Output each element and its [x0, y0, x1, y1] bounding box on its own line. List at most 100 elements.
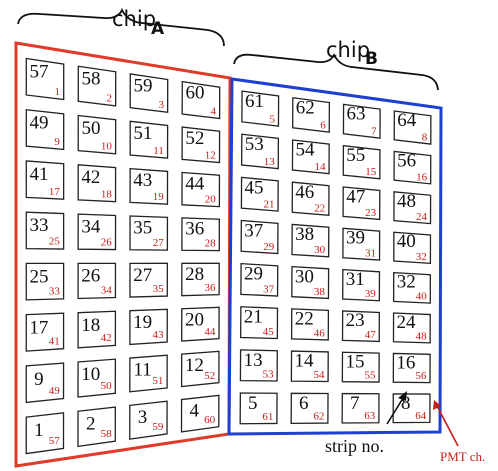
strip-cell: [129, 308, 168, 346]
pmt-channel-number: 64: [415, 410, 427, 422]
strip-number: 2: [86, 414, 96, 435]
strip-cell: [392, 352, 431, 384]
strip-number: 48: [397, 191, 416, 212]
pmt-channel-number: 27: [153, 237, 165, 249]
strip-number: 14: [295, 351, 315, 372]
pmt-channel-number: 52: [204, 370, 215, 382]
strip-cell: [129, 354, 168, 393]
strip-cell: [180, 394, 220, 433]
strip-cell: [77, 65, 117, 107]
strip-cell: [180, 350, 220, 388]
strip-cell: [77, 310, 117, 349]
pmt-channel-number: 11: [153, 145, 164, 157]
strip-cell: [25, 211, 65, 250]
strip-number: 52: [185, 128, 204, 149]
pmt-ch-arrowhead: [433, 400, 441, 410]
pmt-channel-number: 21: [264, 198, 275, 210]
strip-cell: [25, 57, 65, 101]
pmt-channel-number: 5: [270, 114, 276, 126]
pmt-channel-number: 19: [153, 191, 165, 203]
strip-cell: [342, 144, 381, 180]
pmt-channel-number: 39: [365, 288, 377, 300]
strip-number: 59: [134, 76, 153, 97]
strip-cell: [77, 164, 117, 203]
pmt-channel-number: 33: [49, 286, 61, 298]
pmt-channel-number: 15: [365, 166, 377, 178]
strip-number: 61: [245, 91, 264, 112]
strip-number: 34: [81, 216, 101, 237]
pmt-channel-number: 29: [263, 241, 275, 253]
strip-number: 9: [34, 369, 44, 390]
strip-number: 33: [30, 215, 49, 236]
strip-cell: [290, 308, 330, 341]
strip-cell: [290, 392, 329, 425]
strip-number: 1: [34, 420, 44, 441]
pmt-channel-number: 34: [101, 284, 113, 296]
pmt-channel-number: 28: [205, 238, 217, 250]
strip-cell: [291, 139, 330, 175]
strip-cell: [342, 103, 381, 139]
strip-number: 10: [81, 364, 100, 385]
strip-number: 37: [244, 221, 263, 242]
pmt-channel-number: 50: [101, 380, 113, 392]
strip-number: 29: [244, 264, 263, 285]
strip-no-arrow: [386, 394, 406, 425]
strip-number: 13: [244, 350, 263, 371]
strip-cell: [393, 110, 432, 145]
strip-number: 12: [185, 355, 204, 376]
pmt-channel-number: 7: [371, 126, 377, 138]
strip-cell: [239, 349, 278, 382]
strip-number: 54: [296, 140, 316, 161]
strip-cell: [342, 227, 381, 261]
strip-number: 5: [248, 393, 258, 414]
strip-cell: [25, 362, 65, 404]
strip-number: 20: [185, 310, 204, 331]
pmt-channel-number: 14: [315, 161, 327, 173]
chip-a-cells: 5715825936044995010511152124117421843194…: [25, 57, 221, 455]
strip-number: 28: [185, 264, 204, 285]
strip-number: 24: [397, 312, 417, 333]
strip-number: 64: [397, 110, 417, 131]
strip-number: 51: [133, 123, 152, 144]
strip-number: 7: [350, 393, 360, 414]
strip-number: 23: [346, 310, 365, 331]
strip-cell: [342, 186, 381, 221]
strip-cell: [129, 167, 169, 205]
pmt-channel-number: 8: [422, 132, 428, 144]
strip-cell: [25, 160, 65, 200]
pmt-channel-number: 26: [101, 236, 113, 248]
strip-number: 63: [347, 104, 366, 125]
strip-cell: [25, 412, 65, 455]
strip-number: 16: [396, 352, 415, 373]
strip-number: 45: [245, 177, 264, 198]
pmt-channel-number: 54: [314, 369, 326, 381]
strip-cell: [291, 181, 330, 216]
strip-cell: [240, 133, 280, 170]
strip-cell: [241, 90, 280, 127]
pmt-channel-number: 55: [365, 370, 377, 382]
strip-cell: [392, 271, 432, 304]
strip-cell: [181, 217, 220, 252]
strip-cell: [25, 312, 65, 352]
strip-number: 42: [81, 167, 100, 188]
pmt-channel-number: 38: [314, 286, 326, 298]
strip-cell: [129, 215, 169, 251]
pmt-channel-number: 32: [416, 251, 427, 263]
strip-cell: [181, 306, 220, 342]
strip-cell: [342, 268, 381, 302]
strip-no-label: strip no.: [325, 436, 384, 456]
strip-number: 47: [346, 186, 365, 207]
strip-number: 32: [397, 272, 416, 293]
strip-cell: [240, 176, 279, 212]
strip-cell: [291, 265, 330, 300]
strip-cell: [25, 108, 65, 151]
strip-number: 40: [397, 231, 416, 252]
strip-number: 17: [29, 318, 48, 339]
strip-number: 6: [299, 393, 309, 414]
strip-number: 46: [295, 182, 314, 203]
pmt-channel-number: 48: [416, 330, 428, 342]
strip-number: 58: [82, 69, 101, 90]
strip-cell: [181, 126, 221, 164]
pmt-channel-number: 31: [365, 248, 376, 260]
